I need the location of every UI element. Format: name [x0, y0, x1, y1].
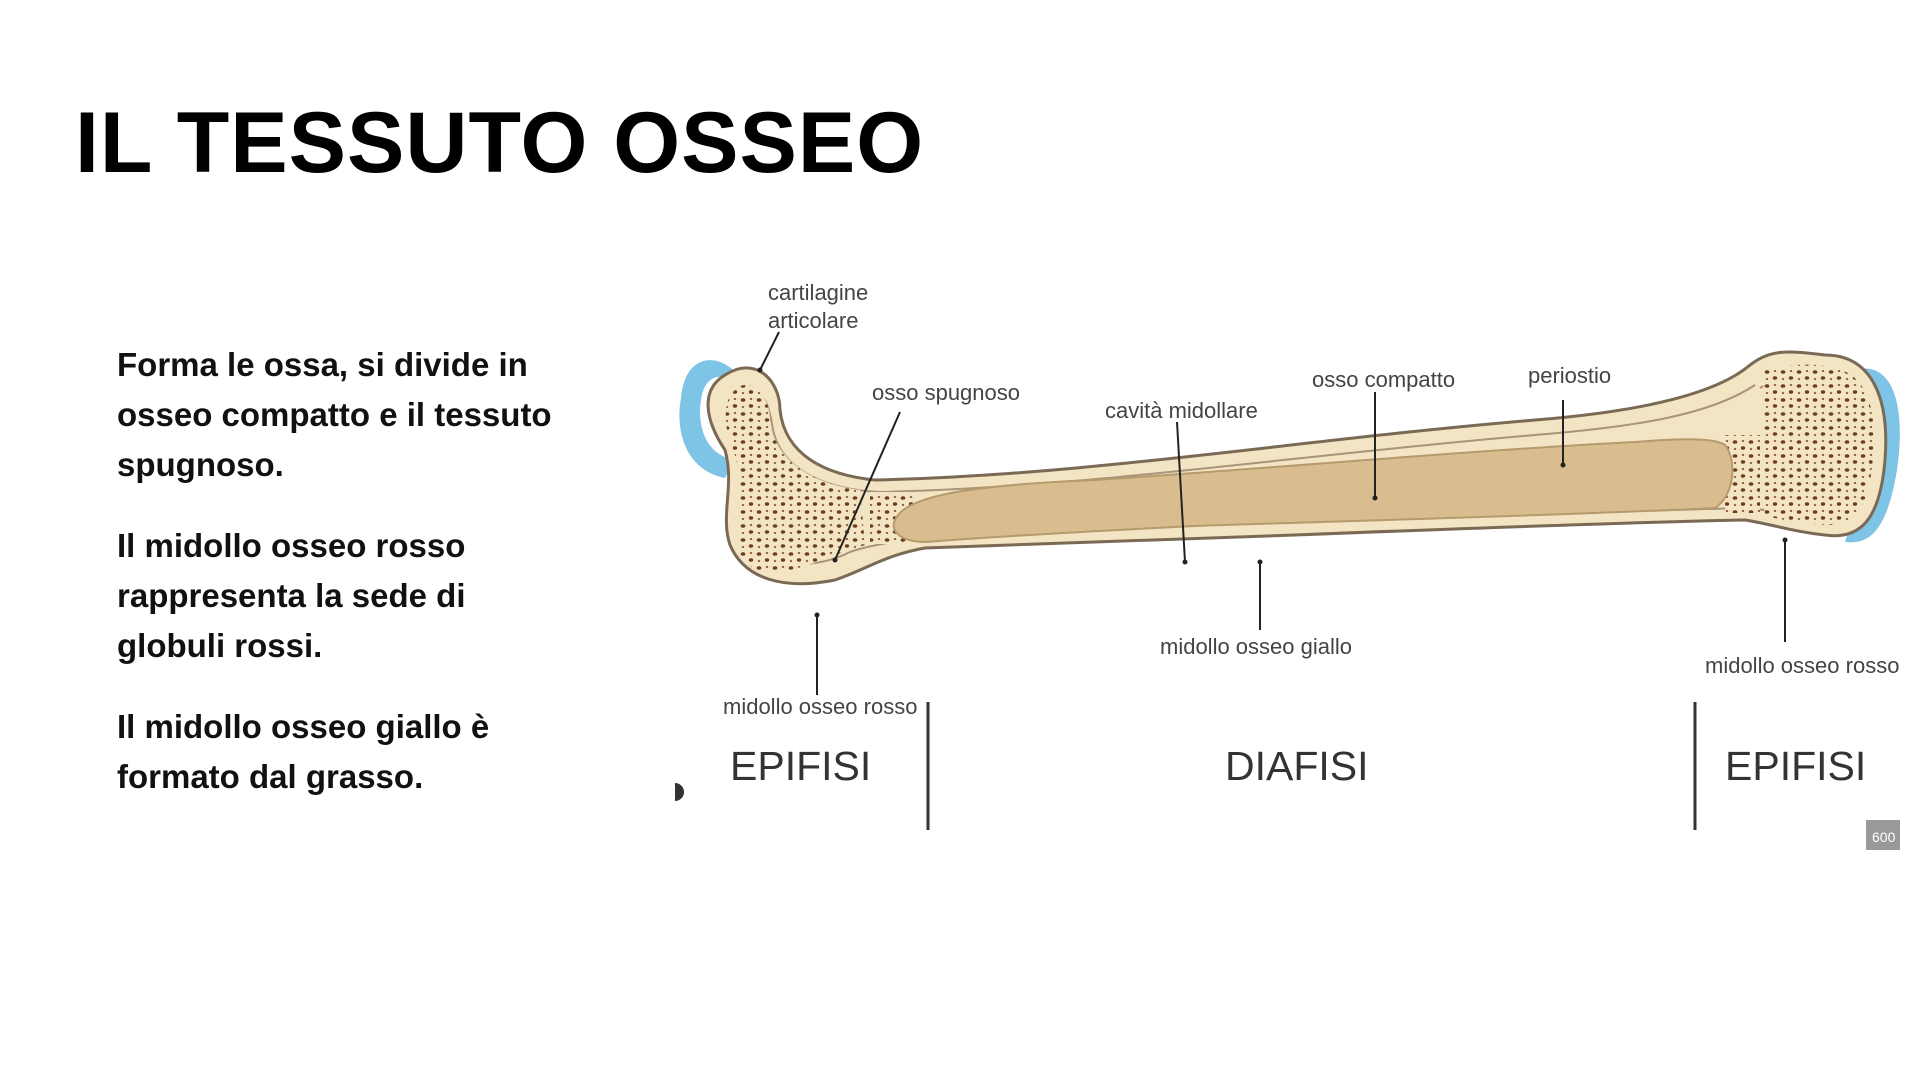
slide-title: IL TESSUTO OSSEO	[75, 95, 925, 191]
region-epiphysis-left: EPIFISI	[730, 743, 871, 789]
right-spongy-bone	[1761, 364, 1874, 525]
leader-dots	[757, 367, 1788, 618]
paragraph-yellow-marrow: Il midollo osseo giallo è formato dal gr…	[117, 708, 490, 795]
label-spongy-bone: osso spugnoso	[872, 380, 1020, 405]
left-spongy-bone	[725, 384, 865, 572]
paragraph-bone-tissue: Forma le ossa, si divide in osseo compat…	[117, 346, 552, 483]
corner-badge-text: 600	[1872, 829, 1896, 845]
leader-cartilage	[759, 331, 780, 371]
leader-lines	[759, 331, 1786, 695]
label-periosteum: periostio	[1528, 363, 1611, 388]
text-block: Forma le ossa, si divide in osseo compat…	[117, 340, 557, 833]
corner-badge	[1866, 820, 1900, 850]
label-compact-bone: osso compatto	[1312, 367, 1455, 392]
label-red-marrow-left: midollo osseo rosso	[723, 694, 917, 719]
label-yellow-marrow: midollo osseo giallo	[1160, 634, 1352, 659]
region-epiphysis-right: EPIFISI	[1725, 743, 1866, 789]
edge-circle	[675, 783, 684, 801]
bone-shape	[679, 350, 1900, 586]
label-red-marrow-right: midollo osseo rosso	[1705, 653, 1899, 678]
label-medullary-cavity: cavità midollare	[1105, 398, 1258, 423]
leader-spongy-bone	[834, 411, 901, 561]
bone-diagram-svg: cartilagine articolare osso spugnoso cav…	[675, 280, 1900, 850]
medullary-cavity	[892, 438, 1734, 544]
leader-medullary-cavity	[1176, 421, 1186, 563]
region-diaphysis: DIAFISI	[1225, 743, 1369, 789]
paragraph-red-marrow: Il midollo osseo rosso rappresenta la se…	[117, 527, 466, 664]
label-cartilage-line1: cartilagine	[768, 280, 868, 305]
label-cartilage-line2: articolare	[768, 308, 858, 333]
bone-diagram: cartilagine articolare osso spugnoso cav…	[675, 270, 1900, 860]
left-cartilage	[679, 360, 745, 478]
right-cartilage	[1845, 368, 1900, 543]
